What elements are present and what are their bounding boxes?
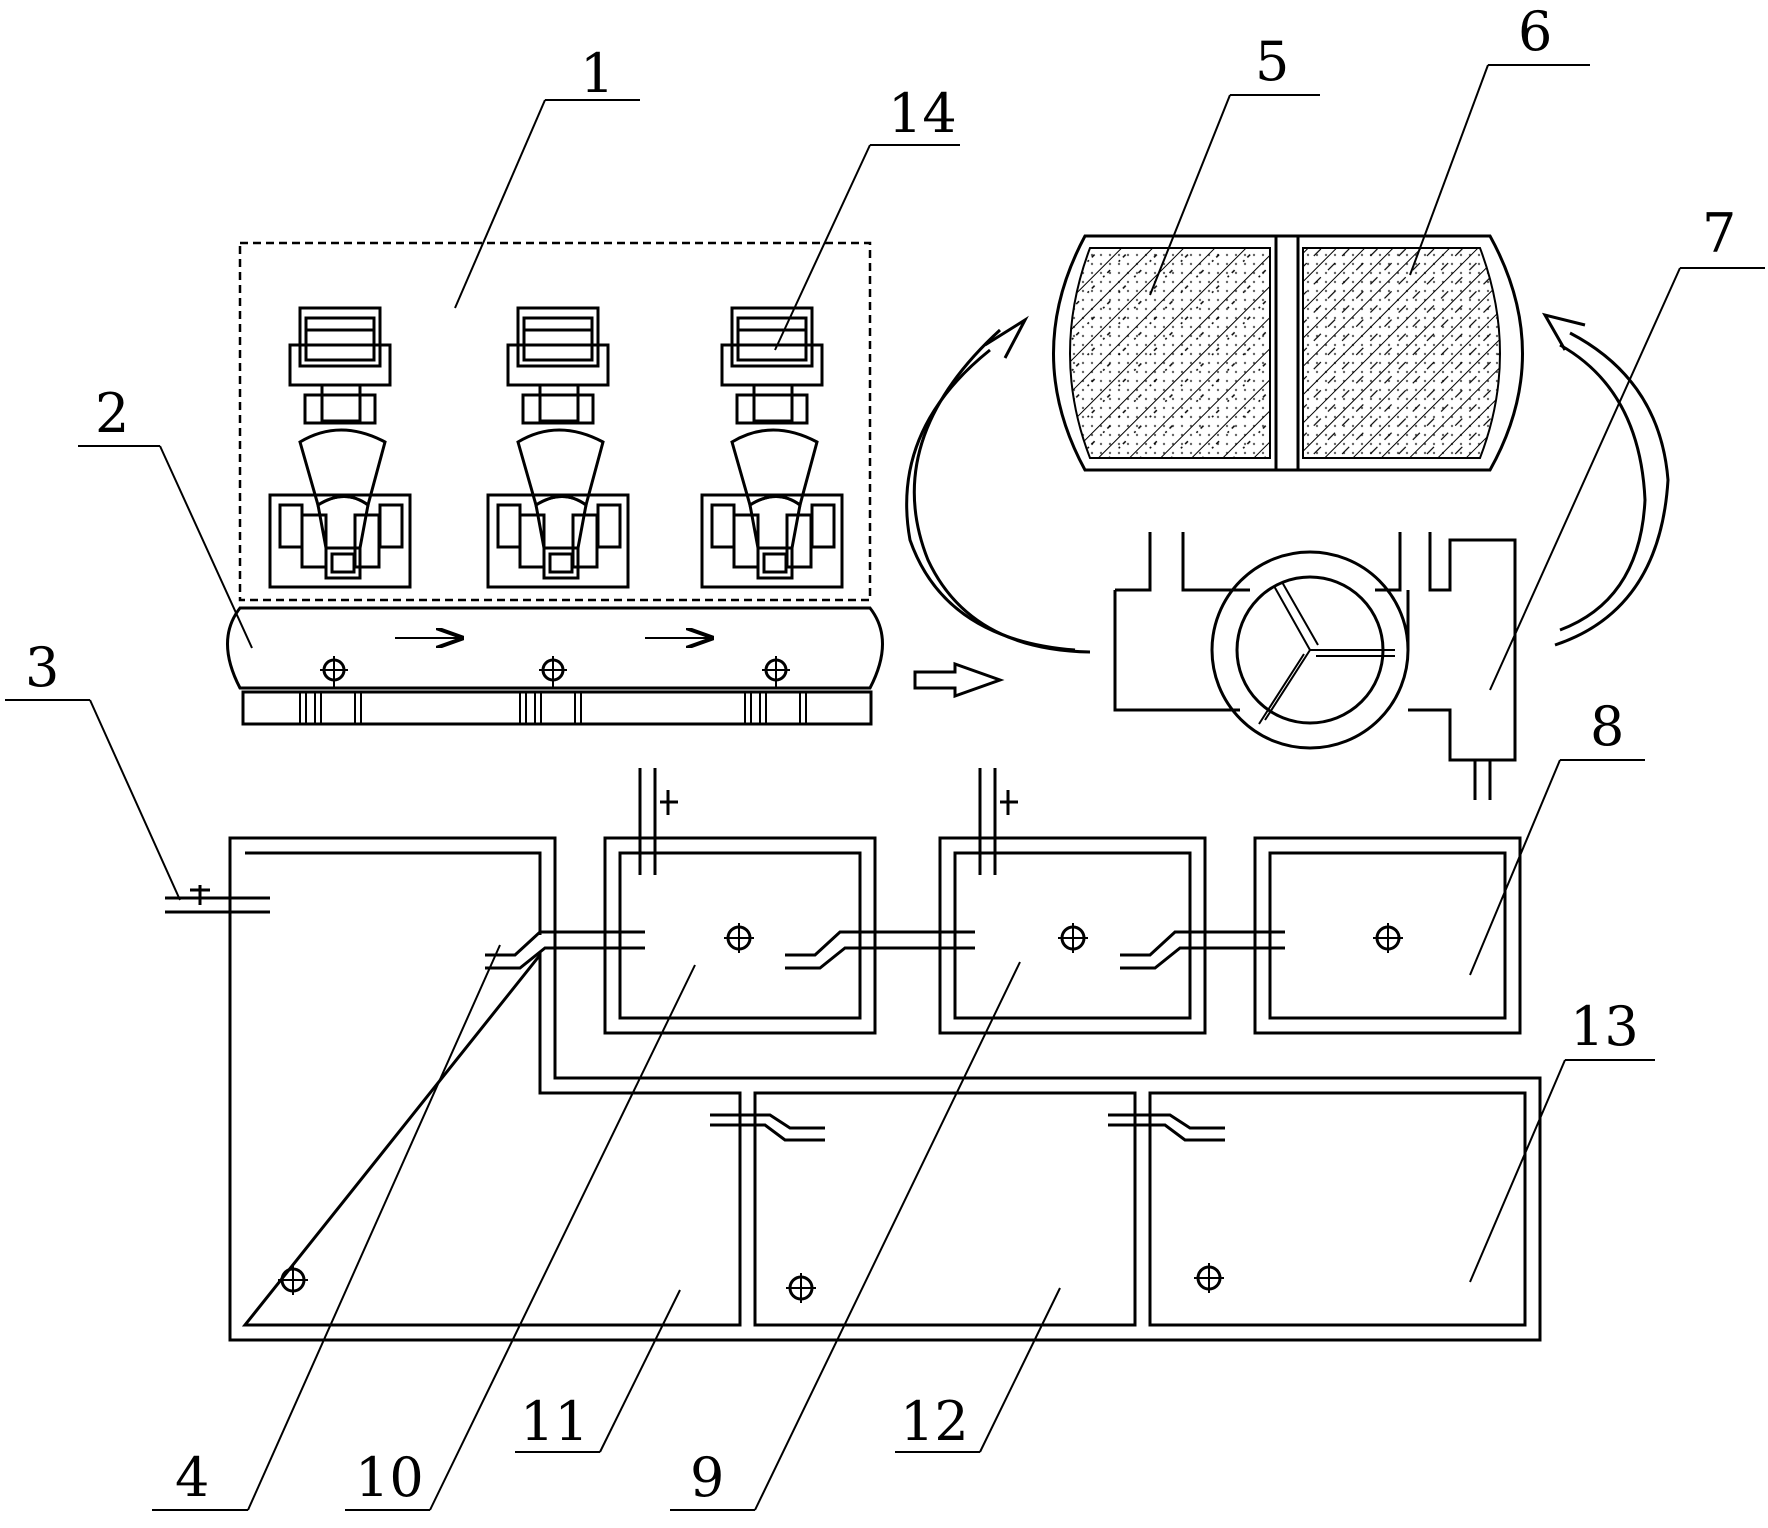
label-4: 4: [175, 1446, 209, 1509]
circulation-arrow-left: [912, 328, 1091, 654]
circulation-arrow-right: [1554, 331, 1670, 647]
conveyor-roller-marks: [320, 656, 790, 688]
agitator-marks: [278, 923, 1403, 1303]
mill-unit: [486, 306, 630, 589]
pipe-connections: [165, 768, 1285, 1142]
mill-area-outline: [238, 241, 872, 602]
leader-lines: [5, 64, 1765, 1511]
agitator-icon: [786, 1273, 816, 1303]
agitator-icon: [1058, 923, 1088, 953]
label-6: 6: [1518, 0, 1552, 63]
agitator-icon: [278, 1265, 308, 1295]
label-2: 2: [95, 382, 129, 445]
label-12: 12: [900, 1390, 969, 1453]
conveyor: [226, 606, 884, 726]
label-9: 9: [690, 1446, 724, 1509]
tank-system: [228, 836, 1542, 1342]
mill-units: [268, 306, 844, 589]
label-3: 3: [25, 636, 59, 699]
label-5: 5: [1255, 30, 1289, 93]
separator-unit: [1113, 532, 1517, 800]
transfer-arrow: [913, 661, 1005, 699]
mill-unit: [700, 306, 844, 589]
mill-unit: [268, 306, 412, 589]
label-14: 14: [888, 82, 957, 145]
label-8: 8: [1590, 695, 1624, 758]
label-13: 13: [1570, 995, 1639, 1058]
storage-tank: [1052, 234, 1524, 472]
agitator-icon: [1373, 923, 1403, 953]
agitator-icon: [1194, 1263, 1224, 1293]
conveyor-support: [299, 691, 807, 725]
label-1: 1: [580, 42, 614, 105]
agitator-icon: [724, 923, 754, 953]
label-11: 11: [520, 1390, 589, 1453]
label-7: 7: [1702, 202, 1736, 265]
label-10: 10: [355, 1446, 424, 1509]
part-labels: 1 14 2 3 5 6 7 8 13 4 10 11 9 12: [25, 0, 1736, 1509]
